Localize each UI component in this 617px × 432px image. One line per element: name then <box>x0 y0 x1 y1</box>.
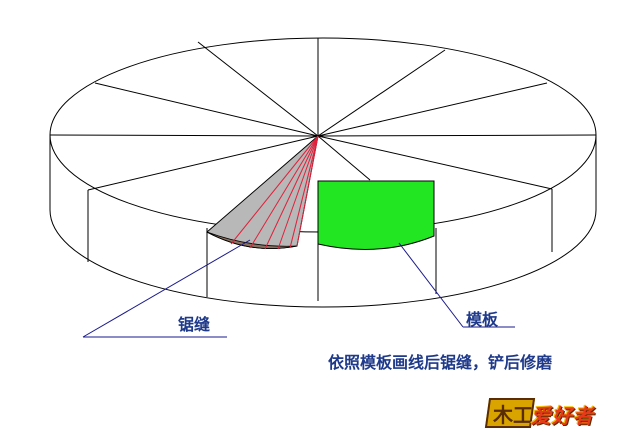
pointer-lines <box>82 239 515 338</box>
radial-lines <box>49 38 597 191</box>
instruction-text: 依照模板画线后锯缝，铲后修磨 <box>328 353 553 372</box>
logo-mark: 木工 <box>493 403 533 427</box>
rim-segment-lines <box>87 189 553 301</box>
site-logo: 木工 爱好者 <box>484 398 611 428</box>
saw-cut-lines <box>230 135 319 250</box>
template-label: 模板 <box>466 310 499 329</box>
saw-cut-label: 锯缝 <box>178 315 211 334</box>
logo-text: 爱好者 <box>531 404 594 428</box>
template-shape <box>317 180 435 250</box>
